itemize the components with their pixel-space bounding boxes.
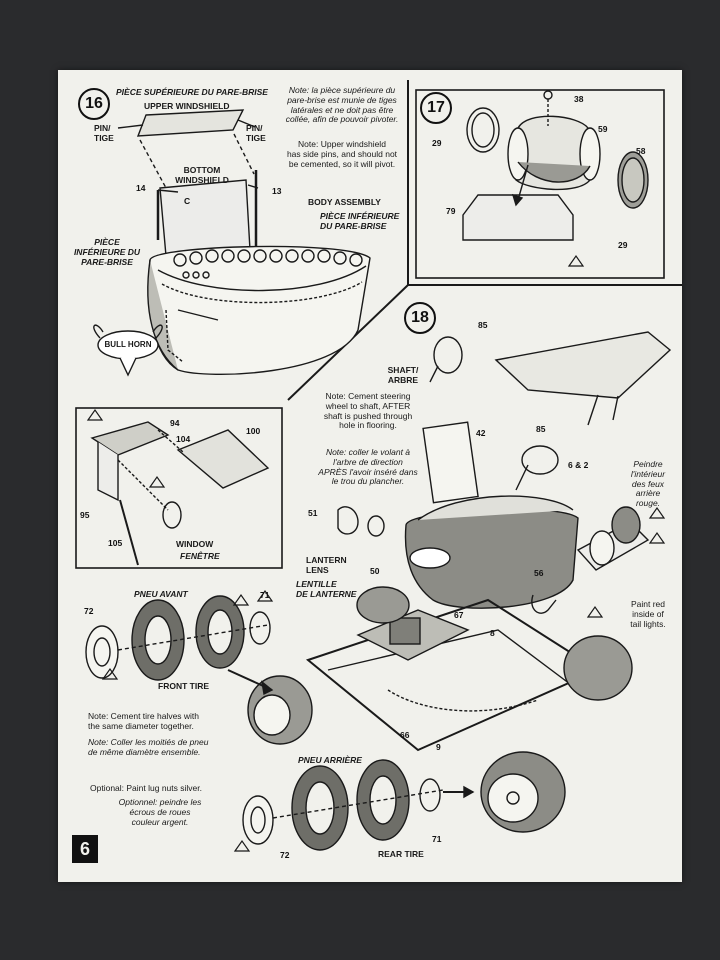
step18-note-fr: Note: coller le volant à l'arbre de dire…	[318, 447, 418, 487]
rear-tire-label-fr: PNEU ARRIÈRE	[298, 755, 362, 765]
part-51: 51	[308, 508, 318, 518]
front-tire-label-fr: PNEU AVANT	[134, 589, 188, 599]
window-label-fr: FENÊTRE	[180, 551, 220, 561]
cement-note-en: Note: Cement tire halves with the same d…	[88, 711, 200, 731]
paint-note-fr: Peindre l'intérieur des feux arrière rou…	[630, 459, 666, 509]
lug-note-en: Optional: Paint lug nuts silver.	[90, 783, 202, 793]
part-14: 14	[136, 183, 146, 193]
assembly-illustrations	[75, 80, 682, 852]
part-79: 79	[446, 206, 456, 216]
step16-title-en: UPPER WINDSHIELD	[144, 101, 230, 111]
step-17-marker: 17	[420, 92, 452, 124]
instruction-sheet: 16 17 18 PIÈCE SUPÉRIEURE DU PARE-BRISE …	[58, 70, 682, 882]
front-part-72: 72	[84, 606, 94, 616]
bull-horn-logo-text: BULL HORN	[104, 340, 152, 349]
lantern-lens-label: LANTERN LENS	[306, 555, 347, 575]
lug-note-fr: Optionnel: peindre les écrous de roues c…	[118, 797, 202, 827]
part-50: 50	[370, 566, 380, 576]
step-18-marker: 18	[404, 302, 436, 334]
part-8: 8	[490, 628, 495, 638]
part-6-2: 6 & 2	[568, 460, 589, 470]
rear-part-72: 72	[280, 850, 290, 860]
part-58: 58	[636, 146, 646, 156]
part-38: 38	[574, 94, 584, 104]
bottom-windshield-label: BOTTOM WINDSHIELD	[175, 165, 229, 185]
cement-note-fr: Note: Coller les moitiés de pneu de même…	[88, 737, 209, 757]
step-16-marker: 16	[78, 88, 110, 120]
part-59: 59	[598, 124, 608, 134]
rear-tire-label: REAR TIRE	[378, 849, 424, 859]
step16-note-en: Note: Upper windshield has side pins, an…	[286, 139, 398, 169]
body-assembly-fr: PIÈCE INFÉRIEURE DU PARE-BRISE	[320, 211, 400, 231]
part-9: 9	[436, 742, 441, 752]
part-66: 66	[400, 730, 410, 740]
front-tire-label: FRONT TIRE	[158, 681, 209, 691]
step16-title-fr: PIÈCE SUPÉRIEURE DU PARE-BRISE	[116, 87, 268, 97]
front-part-71: 71	[260, 590, 270, 600]
part-29b: 29	[618, 240, 628, 250]
part-85b: 85	[536, 424, 546, 434]
page-number: 6	[72, 835, 98, 863]
step16-note-fr: Note: la pièce supérieure du pare-brise …	[285, 85, 399, 125]
part-56: 56	[534, 568, 544, 578]
body-assembly-label: BODY ASSEMBLY	[308, 197, 381, 207]
paint-note-en: Paint red inside of tail lights.	[630, 599, 666, 629]
shaft-label: SHAFT/ ARBRE	[387, 365, 419, 385]
lantern-lens-fr: LENTILLE DE LANTERNE	[296, 579, 357, 599]
part-42: 42	[476, 428, 486, 438]
piece-inferieure-label: PIÈCE INFÉRIEURE DU PARE-BRISE	[73, 237, 141, 267]
rear-part-71: 71	[432, 834, 442, 844]
part-104: 104	[176, 434, 191, 444]
part-13: 13	[272, 186, 282, 196]
part-letter-c: C	[184, 196, 191, 206]
window-label: WINDOW	[176, 539, 214, 549]
part-67: 67	[454, 610, 464, 620]
part-105: 105	[108, 538, 123, 548]
part-95: 95	[80, 510, 90, 520]
step18-note-en: Note: Cement steering wheel to shaft, AF…	[323, 391, 413, 431]
pin-tige-right: PIN/ TIGE	[246, 123, 266, 143]
pin-tige-left: PIN/ TIGE	[94, 123, 114, 143]
part-85a: 85	[478, 320, 488, 330]
part-100: 100	[246, 426, 261, 436]
part-29a: 29	[432, 138, 442, 148]
part-94: 94	[170, 418, 180, 428]
